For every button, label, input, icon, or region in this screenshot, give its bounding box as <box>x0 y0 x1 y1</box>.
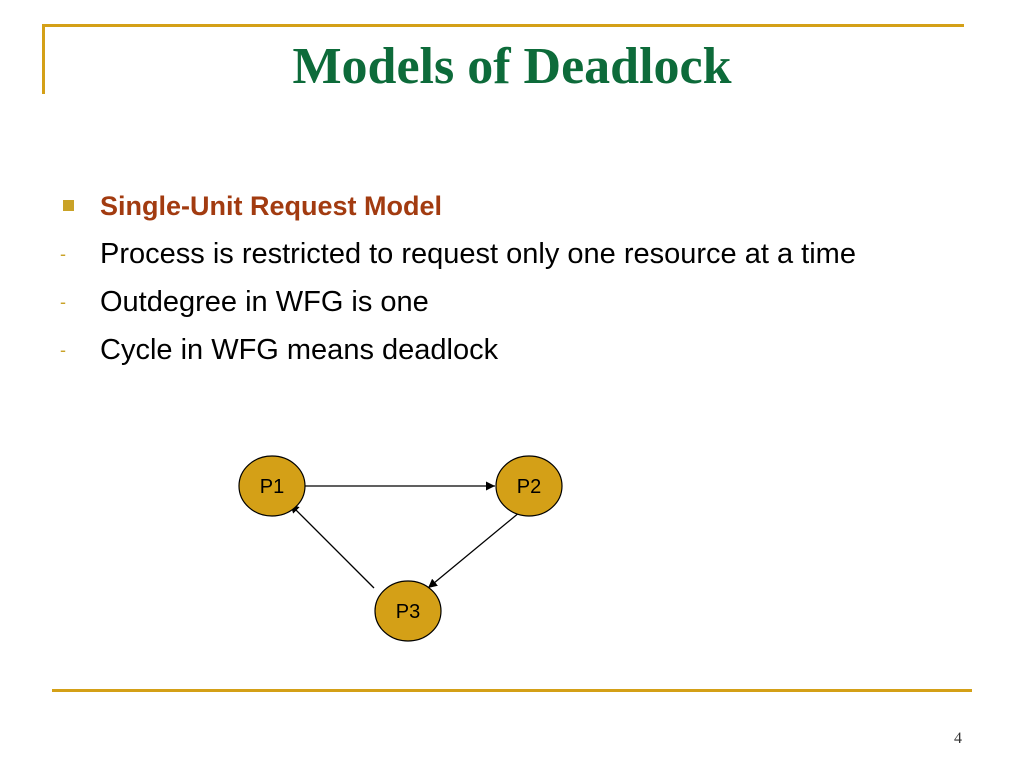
bullet-point: - Outdegree in WFG is one <box>60 282 940 322</box>
slide-title: Models of Deadlock <box>292 38 732 95</box>
bullet-point-text: Process is restricted to request only on… <box>100 238 856 270</box>
bullet-point-text: Outdegree in WFG is one <box>100 286 429 318</box>
bottom-rule <box>52 689 972 692</box>
bullet-point: - Cycle in WFG means deadlock <box>60 330 940 370</box>
node-p2: P2 <box>495 455 563 517</box>
edge-p2-to-p3 <box>427 511 521 589</box>
left-frame-line <box>42 24 45 94</box>
dash-bullet-icon: - <box>60 292 66 312</box>
node-p3: P3 <box>374 580 442 642</box>
bullet-point: - Process is restricted to request only … <box>60 234 940 274</box>
node-p3-label: P3 <box>396 601 420 623</box>
bullet-point-text: Cycle in WFG means deadlock <box>100 334 499 366</box>
square-bullet-icon <box>63 200 74 211</box>
node-p1: P1 <box>238 455 306 517</box>
bullet-list: Single-Unit Request Model - Process is r… <box>60 186 940 370</box>
dash-bullet-icon: - <box>60 340 66 360</box>
dash-bullet-icon: - <box>60 244 66 264</box>
top-frame-line <box>42 24 964 27</box>
edge-p3-to-p1 <box>289 503 375 589</box>
node-p1-label: P1 <box>260 476 284 498</box>
node-p2-label: P2 <box>517 476 541 498</box>
bullet-heading-text: Single-Unit Request Model <box>100 191 443 221</box>
bullet-heading: Single-Unit Request Model <box>60 186 940 226</box>
page-number: 4 <box>954 730 962 747</box>
